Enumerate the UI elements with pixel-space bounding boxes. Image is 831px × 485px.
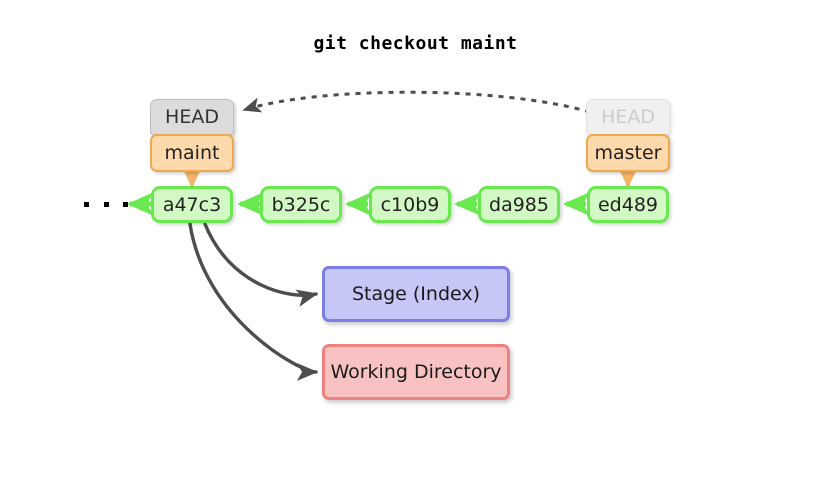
head-pointer-right[interactable]: HEAD bbox=[586, 99, 670, 135]
ellipsis-dot bbox=[123, 201, 128, 207]
commit-node-b325c[interactable]: b325c bbox=[260, 186, 342, 223]
commit-to-stage-arrow bbox=[203, 222, 318, 307]
commit-node-da985[interactable]: da985 bbox=[478, 186, 560, 223]
page-title: git checkout maint bbox=[313, 33, 518, 54]
commit-node-a47c3[interactable]: a47c3 bbox=[151, 186, 233, 223]
commit-to-working-directory-arrow bbox=[188, 222, 319, 381]
stage-index-box[interactable]: Stage (Index) bbox=[322, 266, 510, 322]
head-move-arrow bbox=[242, 90, 591, 114]
ellipsis-dot bbox=[84, 201, 89, 207]
commit-node-c10b9[interactable]: c10b9 bbox=[369, 186, 451, 223]
branch-label-maint[interactable]: maint bbox=[150, 134, 234, 172]
history-ellipsis bbox=[84, 192, 128, 216]
ellipsis-dot bbox=[103, 201, 109, 207]
head-pointer-left[interactable]: HEAD bbox=[150, 99, 234, 135]
branch-label-master[interactable]: master bbox=[586, 134, 670, 172]
working-directory-box[interactable]: Working Directory bbox=[322, 344, 510, 400]
commit-node-ed489[interactable]: ed489 bbox=[587, 186, 669, 223]
